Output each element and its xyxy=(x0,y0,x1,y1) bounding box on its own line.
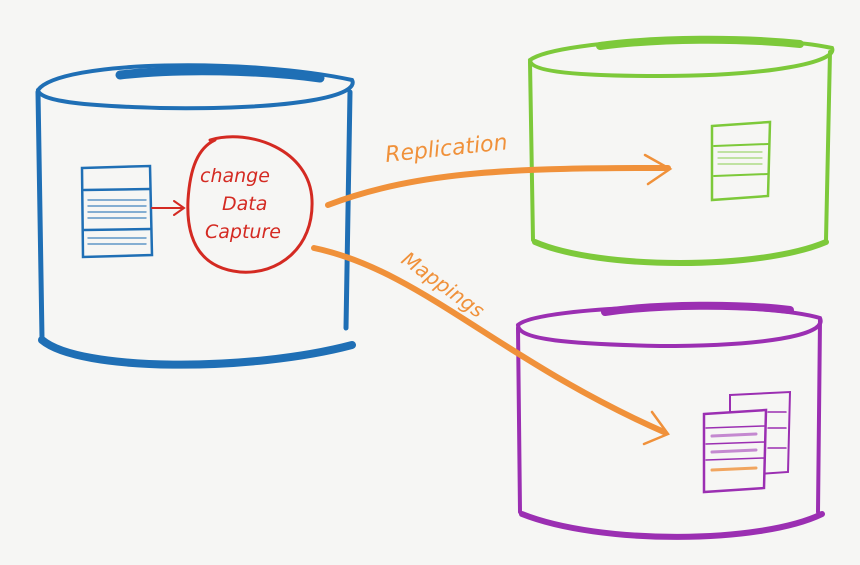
mapped-cylinder-bottom xyxy=(519,511,825,540)
source-cylinder-bottom xyxy=(38,336,356,369)
source-cylinder-right xyxy=(343,89,353,331)
change-data-capture-circle xyxy=(186,135,314,274)
replication-label: Replication xyxy=(384,130,509,168)
mapped-cylinder-right xyxy=(816,318,822,514)
mapped-cylinder-left xyxy=(516,326,522,514)
mapped-database xyxy=(516,301,825,540)
mapped-cylinder-top xyxy=(516,304,823,349)
mappings-arrow xyxy=(311,245,670,446)
source-database xyxy=(35,63,356,369)
replica-cylinder-top-thick xyxy=(596,35,804,50)
replica-table-document xyxy=(710,120,772,202)
mapped-cylinder-top-thick xyxy=(601,301,794,316)
source-cylinder-left xyxy=(35,89,45,341)
replication-arrow xyxy=(325,153,673,208)
source-table-document xyxy=(80,164,154,259)
replica-cylinder-right xyxy=(824,50,832,242)
cdc-label-line2: Data xyxy=(222,193,267,215)
replica-cylinder-left xyxy=(528,60,535,242)
source-cylinder-top-thick xyxy=(115,66,325,83)
source-cylinder-top xyxy=(36,63,355,111)
replica-cylinder-bottom xyxy=(532,239,829,266)
cdc-label-line3: Capture xyxy=(205,221,281,243)
table-to-cdc-arrow xyxy=(151,200,186,216)
cdc-label-line1: change xyxy=(200,165,270,187)
mapped-table-document-front xyxy=(702,408,768,494)
replica-database xyxy=(528,35,835,266)
